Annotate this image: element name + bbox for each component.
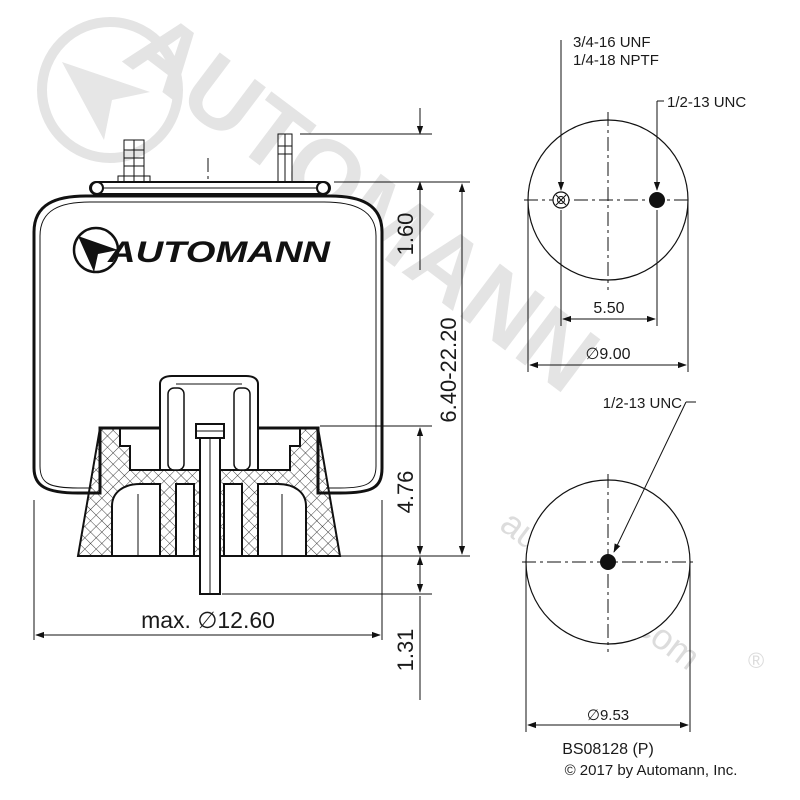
part-number: BS08128 (P)	[562, 741, 654, 758]
dim-bottom-diameter-text: ∅9.53	[587, 707, 629, 724]
dim-height-range: 6.40-22.20	[436, 183, 466, 555]
dim-stud-height: 1.31	[393, 556, 424, 700]
watermark-logo-ring	[37, 17, 183, 163]
piston	[76, 375, 342, 595]
bellows-logo: AUTOMANN	[72, 226, 332, 274]
side-view-extension-lines	[33, 133, 470, 640]
top-thread-label-1: 3/4-16 UNF	[573, 34, 651, 51]
air-fitting-hole	[552, 191, 570, 209]
dim-max-diameter: max. ∅12.60	[35, 607, 381, 639]
dim-hole-spacing-text: 5.50	[593, 300, 624, 317]
top-thread-label-3: 1/2-13 UNC	[667, 94, 746, 111]
stud-hole-bottom	[600, 554, 616, 570]
leader-bottom-stud	[613, 401, 687, 553]
watermark-logo-arrow	[62, 62, 150, 140]
bead-plate	[89, 181, 331, 195]
dim-top-height-text: 1.60	[393, 213, 418, 256]
dim-stud-height-text: 1.31	[393, 629, 418, 672]
dim-top-diameter-text: ∅9.00	[585, 346, 630, 363]
top-thread-label-2: 1/4-18 NPTF	[573, 52, 659, 69]
copyright-notice: © 2017 by Automann, Inc.	[565, 762, 738, 779]
top-plate-view: 3/4-16 UNF 1/4-18 NPTF 1/2-13 UNC 5.50 ∅…	[524, 34, 746, 372]
dim-height-range-text: 6.40-22.20	[436, 317, 461, 422]
bottom-thread-label: 1/2-13 UNC	[603, 395, 682, 412]
dim-piston-height: 4.76	[393, 427, 424, 555]
side-view: AUTOMANN	[32, 108, 470, 700]
stud-hole-top	[649, 192, 665, 208]
dim-top-height: 1.60	[393, 108, 424, 270]
bellows-brand-text: AUTOMANN	[107, 236, 332, 269]
dim-max-diameter-text: max. ∅12.60	[141, 607, 275, 633]
bottom-plate-view: 1/2-13 UNC ∅9.53	[522, 395, 696, 732]
watermark-registered-mark: ®	[748, 648, 764, 673]
dim-piston-height-text: 4.76	[393, 471, 418, 514]
